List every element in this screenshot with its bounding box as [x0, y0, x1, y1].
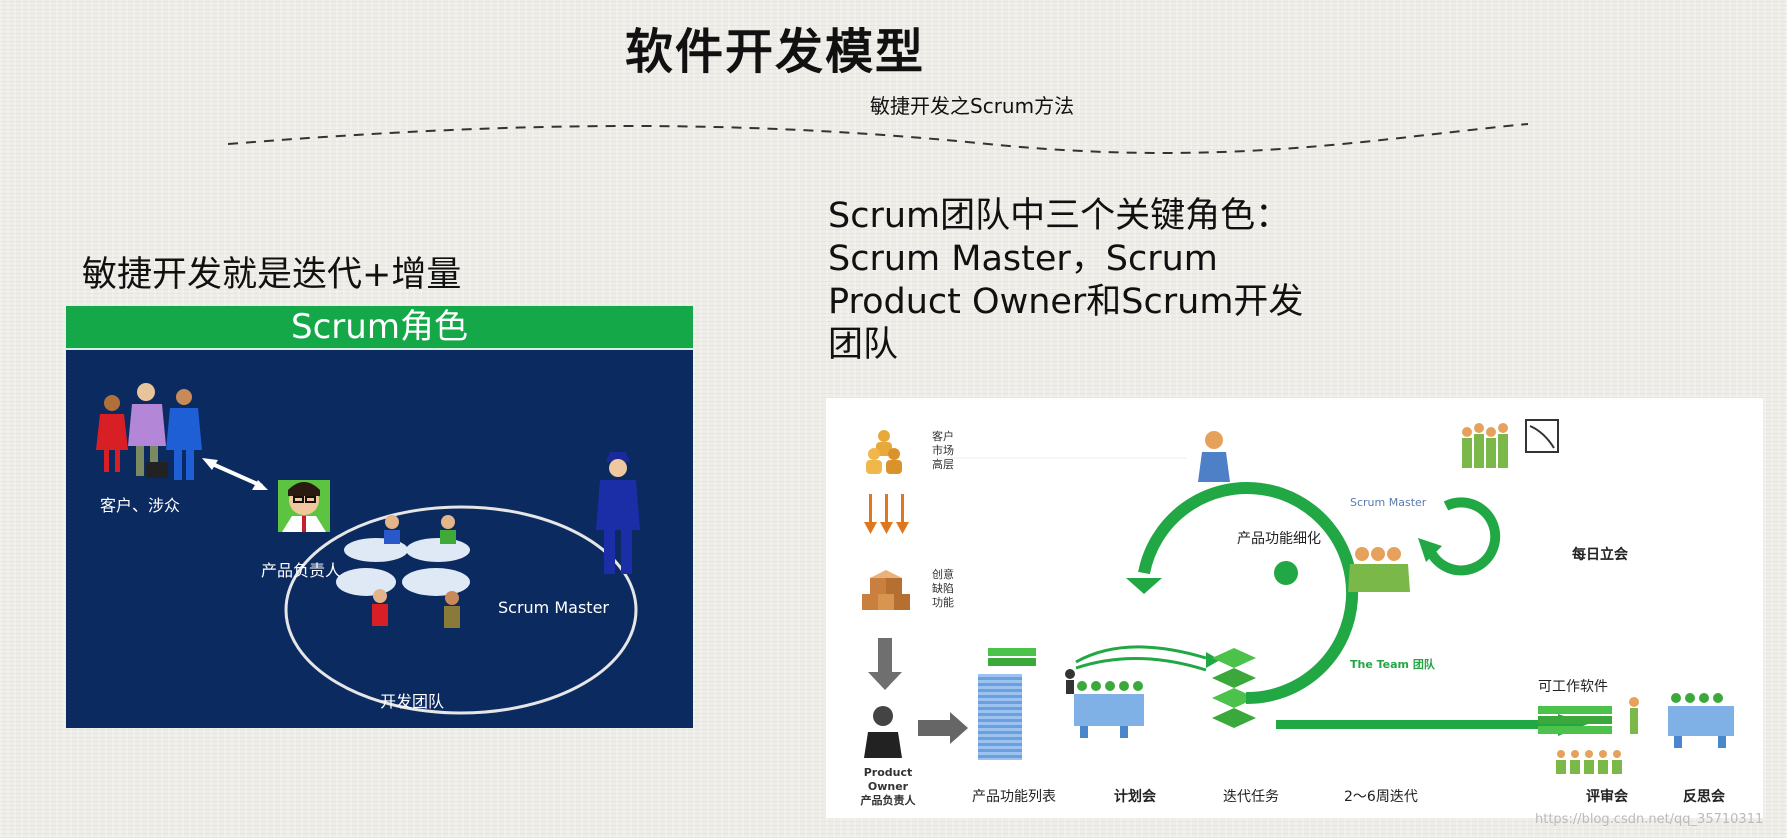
daily-standup-icon [1462, 423, 1508, 468]
sprint-duration-label: 2～6周迭代 [1344, 789, 1418, 805]
dev-team-puzzle-icon [336, 515, 470, 628]
team-label: The Team 团队 [1350, 658, 1435, 671]
retrospective-meeting-icon [1668, 693, 1734, 748]
planning-meeting-icon [1065, 669, 1144, 738]
burndown-chart-icon [1525, 419, 1559, 453]
scrum-roles-banner: Scrum角色 [66, 306, 693, 350]
key-roles-line-1: Scrum团队中三个关键角色： [828, 196, 1291, 236]
review-meeting-label: 评审会 [1586, 789, 1628, 805]
planning-meeting-label: 计划会 [1114, 789, 1156, 805]
review-meeting-icon [1556, 750, 1622, 774]
key-roles-heading: Scrum团队中三个关键角色： Scrum Master，Scrum Produ… [828, 195, 1303, 367]
sprint-tasks-stack-icon [1212, 648, 1256, 728]
refine-label: 产品功能细化 [1237, 531, 1321, 547]
sprint-line [1276, 720, 1566, 729]
diagram-scrum-master-label: Scrum Master [1350, 496, 1427, 509]
product-backlog-stack-icon [978, 648, 1036, 760]
loop-arrowhead-icon [1126, 578, 1162, 594]
loop-start-dot [1274, 561, 1298, 585]
working-software-label: 可工作软件 [1538, 679, 1608, 695]
scrum-master-figure-icon [596, 452, 640, 574]
page-subtitle: 敏捷开发之Scrum方法 [870, 94, 1075, 118]
left-heading: 敏捷开发就是迭代+增量 [82, 255, 462, 295]
wave-divider [228, 123, 1529, 154]
planning-to-tasks-arrows-icon [1075, 645, 1207, 672]
product-owner-person-icon [864, 706, 902, 758]
sprint-loop-arrow-icon [1138, 482, 1359, 705]
watermark: https://blog.csdn.net/qq_35710311 [1535, 812, 1764, 827]
gray-down-arrow-icon [868, 638, 902, 690]
product-backlog-label: 产品功能列表 [972, 789, 1056, 805]
daily-standup-label: 每日立会 [1572, 547, 1628, 563]
product-owner-diagram-label: Product Owner 产品负责人 [860, 766, 916, 807]
scrum-master-label: Scrum Master [498, 598, 609, 617]
gray-right-arrow-icon [918, 712, 968, 744]
ideas-labels: 创意 缺陷 功能 [932, 568, 954, 609]
double-arrow-icon [202, 458, 268, 490]
working-software-stack-icon [1538, 697, 1639, 734]
page-title: 软件开发模型 [624, 24, 925, 80]
stakeholders-labels: 客户 市场 高层 [932, 430, 954, 471]
dev-team-ellipse [284, 505, 638, 715]
key-roles-line-3: Product Owner和Scrum开发 [828, 282, 1304, 322]
sprint-tasks-label: 迭代任务 [1223, 789, 1279, 805]
scrum-roles-panel [66, 306, 693, 728]
orange-down-arrows-icon [864, 494, 909, 534]
product-owner-label: 产品负责人 [261, 561, 342, 580]
customers-figure-icon [96, 383, 202, 480]
team-group-icon [1348, 547, 1410, 592]
retrospective-label: 反思会 [1683, 789, 1725, 805]
customers-label: 客户、涉众 [100, 496, 181, 515]
scrum-roles-illustration [96, 383, 640, 715]
scrum-master-person-icon [1198, 431, 1230, 482]
stakeholders-icon [866, 430, 902, 474]
idea-boxes-icon [862, 570, 910, 610]
product-owner-portrait-icon [278, 480, 330, 532]
daily-loop-arrow-icon [1425, 497, 1501, 576]
scrum-process-graphic [862, 419, 1734, 774]
key-roles-line-4: 团队 [828, 325, 899, 365]
key-roles-line-2: Scrum Master，Scrum [828, 239, 1218, 279]
dev-team-label: 开发团队 [380, 692, 445, 711]
